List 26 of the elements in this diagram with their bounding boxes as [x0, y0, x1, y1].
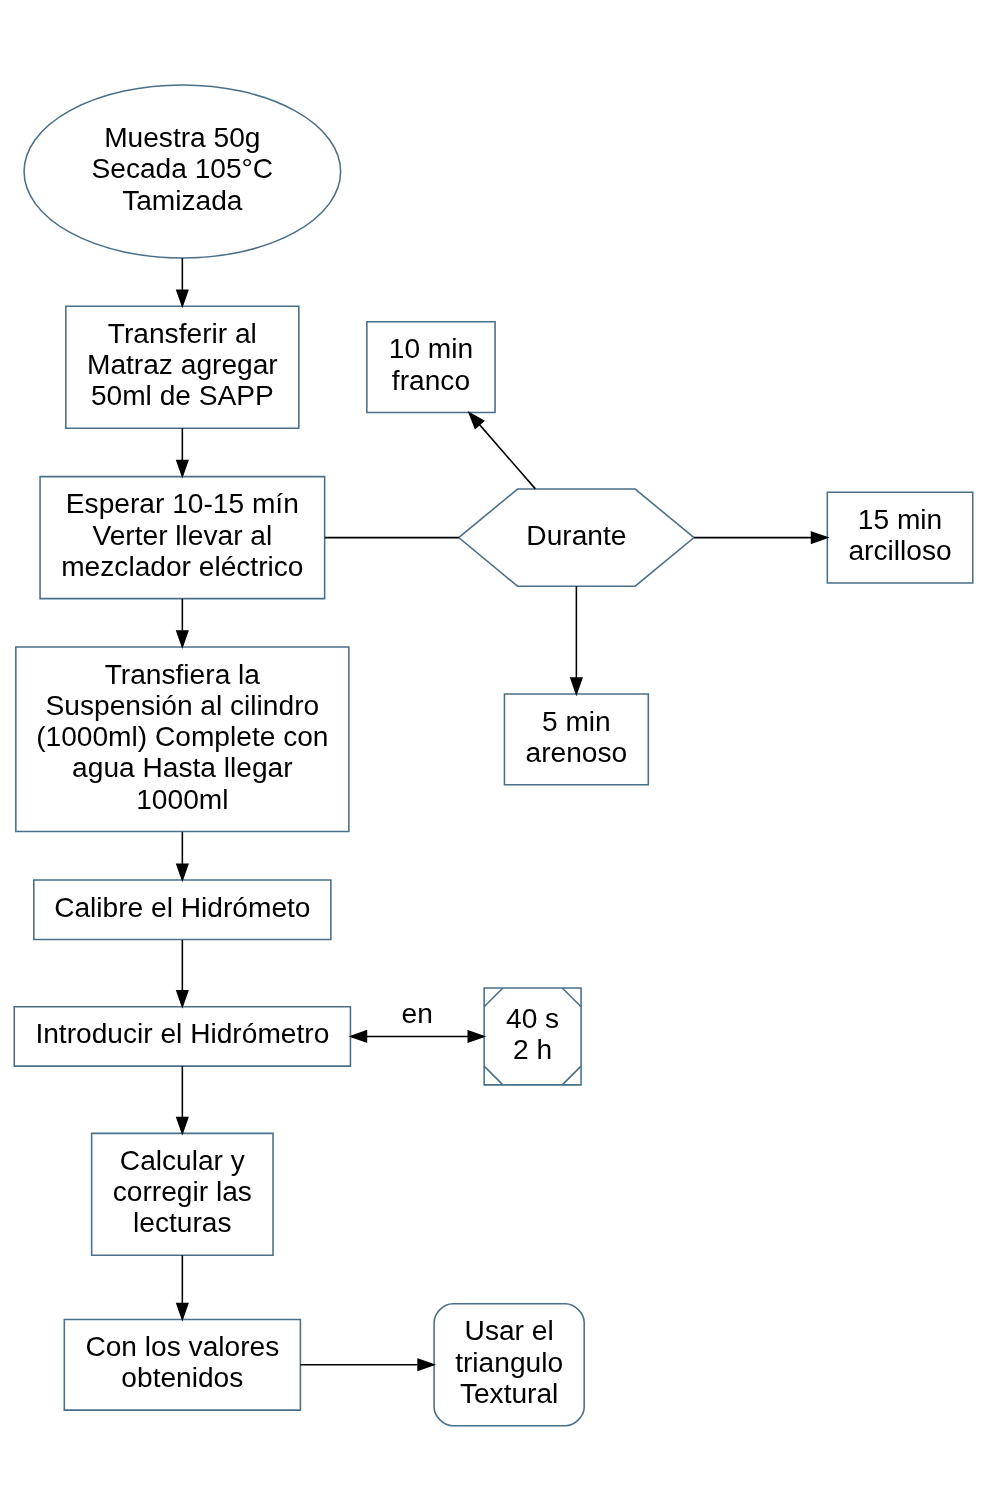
arrow: [693, 530, 830, 544]
node-box: Usar el triangulo Textural: [433, 1302, 585, 1427]
edge-label: en: [401, 997, 433, 1029]
node-box: 5 min arenoso: [503, 692, 650, 785]
arrow: [348, 1029, 487, 1043]
node-box: 10 min franco: [366, 320, 496, 413]
arrow: [175, 1065, 189, 1135]
arrow: [569, 584, 583, 696]
node-box: Transfiera la Suspensión al cilindro (1000ml) Complete con agua Hasta llegar 1000ml: [15, 645, 350, 832]
connector: [323, 536, 460, 538]
arrow: [175, 938, 189, 1009]
arrow: [175, 1254, 189, 1322]
node-box: Transferir al Matraz agregar 50ml de SAPP: [65, 304, 300, 429]
arrow: [175, 597, 189, 649]
node-box: Calcular y corregir las lecturas: [90, 1132, 274, 1256]
arrow: [299, 1357, 437, 1371]
arrow: [467, 410, 537, 490]
arrow: [175, 830, 189, 882]
node-ellipse: Muestra 50g Secada 105°C Tamizada: [23, 83, 342, 259]
node-box: Introducir el Hidrómetro: [13, 1005, 352, 1067]
arrow: [175, 256, 189, 308]
node-box: Con los valores obtenidos: [63, 1318, 302, 1411]
node-box: Esperar 10-15 mín Verter llevar al mezclador eléctrico: [39, 475, 326, 599]
node-box: 15 min arcilloso: [826, 491, 974, 584]
arrow: [175, 426, 189, 479]
node-box: Calibre el Hidrómeto: [33, 878, 332, 940]
